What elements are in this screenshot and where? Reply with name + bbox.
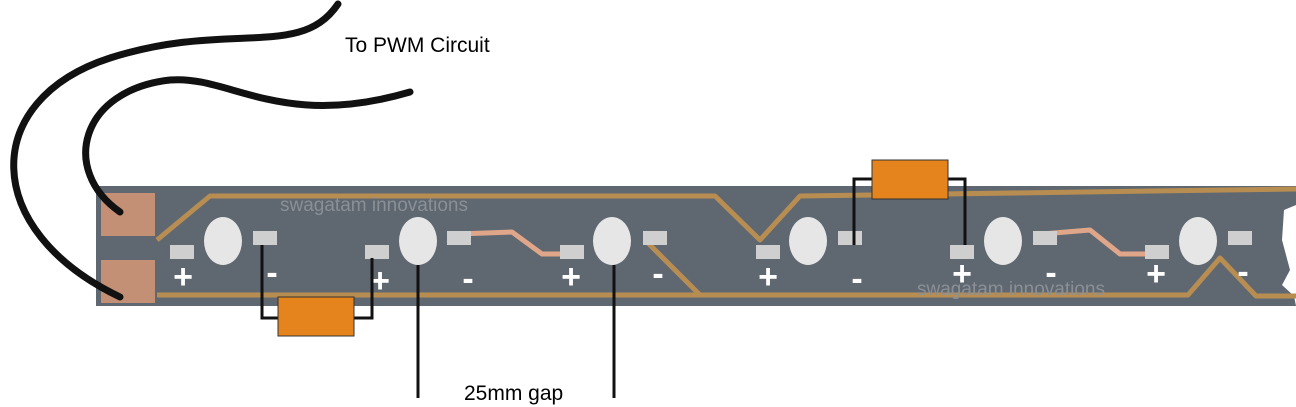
sign-minus-3: - [652, 255, 663, 293]
input-wires [10, 0, 414, 301]
resistor-top [871, 159, 949, 200]
sign-plus-5: + [952, 255, 972, 293]
sign-minus-6: - [1237, 253, 1248, 291]
sign-plus-1: + [173, 258, 193, 296]
sign-plus-6: + [1146, 255, 1166, 293]
sign-minus-5: - [1045, 254, 1056, 292]
led-2 [399, 217, 437, 265]
leds [204, 217, 1217, 265]
sign-minus-4: - [851, 260, 862, 298]
sign-minus-1: - [266, 254, 277, 292]
input-pad-bottom [101, 260, 155, 303]
led-1 [204, 217, 242, 265]
resistor-bottom [277, 296, 355, 337]
label-pwm: To PWM Circuit [345, 34, 490, 57]
watermark-top: swagatam innovations [280, 195, 468, 216]
led-5 [984, 217, 1022, 265]
solder-pads [170, 231, 1252, 259]
sign-plus-2: + [370, 262, 390, 300]
led-6 [1179, 217, 1217, 265]
sign-plus-3: + [561, 258, 581, 296]
jumpers [457, 227, 1158, 257]
led-strip-body [96, 186, 1296, 306]
watermark-bottom: swagatam innovations [917, 279, 1105, 300]
label-gap: 25mm gap [464, 382, 563, 405]
polarity-signs: + - + - + - + - + - + - [173, 253, 1249, 300]
led-4 [789, 217, 827, 265]
sign-plus-4: + [758, 258, 778, 296]
gap-dimension-lines [416, 265, 616, 398]
sign-minus-2: - [462, 260, 473, 298]
led-3 [593, 217, 631, 265]
